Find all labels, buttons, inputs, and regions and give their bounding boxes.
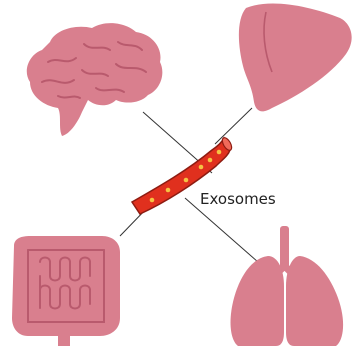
exosomes-label: Exosomes bbox=[200, 190, 276, 208]
intestine-icon bbox=[12, 236, 120, 346]
brain-icon bbox=[27, 23, 163, 136]
lungs-icon bbox=[231, 226, 344, 346]
liver-icon bbox=[239, 3, 352, 111]
connector-liver bbox=[215, 108, 252, 144]
